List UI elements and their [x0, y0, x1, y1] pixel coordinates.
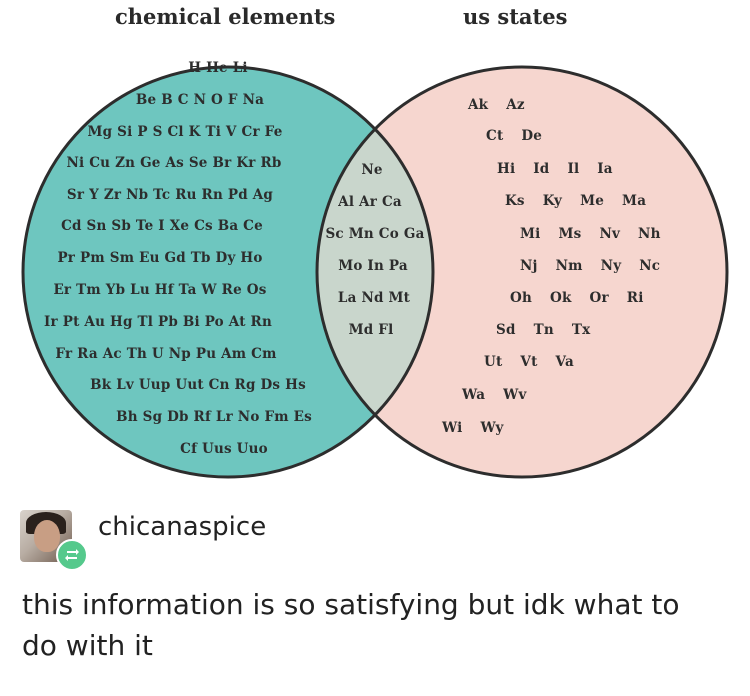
state-code: Ak: [468, 97, 489, 113]
overlap-row: Mo In Pa: [338, 258, 408, 274]
element-row: Fr Ra Ac Th U Np Pu Am Cm: [55, 346, 277, 362]
state-code: Wv: [503, 387, 527, 403]
state-row: Ut Vt Va: [484, 354, 592, 370]
state-code: Nm: [555, 258, 583, 274]
state-row: Mi Ms Nv Nh: [520, 226, 679, 242]
element-row: Sr Y Zr Nb Tc Ru Rn Pd Ag: [66, 187, 274, 203]
state-code: Wy: [480, 420, 504, 436]
avatar-face: [34, 520, 60, 552]
state-row: Hi Id Il Ia: [497, 161, 631, 177]
state-code: Az: [506, 97, 525, 113]
state-code: Ri: [626, 290, 644, 306]
element-row: Bh Sg Db Rf Lr No Fm Es: [116, 409, 312, 425]
right-set-title: us states: [463, 4, 568, 29]
element-row: Cd Sn Sb Te I Xe Cs Ba Ce: [61, 218, 263, 234]
state-code: Ct: [486, 128, 504, 144]
reblog-arrows-icon: [65, 549, 79, 561]
state-row: Ks Ky Me Ma: [505, 193, 664, 209]
state-row: Wi Wy: [442, 420, 522, 436]
state-row: Ak Az: [468, 97, 543, 113]
post-text: this information is so satisfying but id…: [22, 588, 680, 662]
reblog-icon: [56, 539, 88, 571]
state-code: Or: [589, 290, 609, 306]
state-code: Ok: [549, 290, 572, 306]
state-code: Il: [567, 161, 580, 177]
element-row: Mg Si P S Cl K Ti V Cr Fe: [87, 124, 283, 140]
state-code: Oh: [510, 290, 532, 306]
right-circle: [317, 67, 727, 477]
state-code: Wa: [462, 387, 486, 403]
element-row: Ir Pt Au Hg Tl Pb Bi Po At Rn: [43, 314, 273, 330]
right-circle-outline: [315, 65, 729, 479]
overlap-row: La Nd Mt: [337, 290, 411, 306]
state-row: Oh Ok Or Ri: [510, 290, 662, 306]
state-code: Ma: [622, 193, 647, 209]
state-row: Ct De: [486, 128, 560, 144]
state-code: Nv: [599, 226, 621, 242]
overlap-row: Al Ar Ca: [338, 194, 402, 210]
state-row: Sd Tn Tx: [496, 322, 608, 338]
state-code: Tn: [533, 322, 554, 338]
left-set-title: chemical elements: [115, 4, 336, 29]
element-row: Pr Pm Sm Eu Gd Tb Dy Ho: [57, 250, 263, 266]
post: chicanaspice this information is so sati…: [0, 490, 750, 696]
overlap-row: Sc Mn Co Ga: [325, 226, 425, 242]
state-code: Nc: [639, 258, 661, 274]
state-code: Ny: [600, 258, 622, 274]
post-username[interactable]: chicanaspice: [98, 512, 267, 542]
element-row: Er Tm Yb Lu Hf Ta W Re Os: [53, 282, 267, 298]
venn-diagram: chemical elements us states H He Li Be B…: [21, 4, 729, 479]
state-code: Vt: [520, 354, 538, 370]
state-code: Ky: [542, 193, 563, 209]
state-code: Hi: [497, 161, 516, 177]
state-row: Wa Wv: [462, 387, 545, 403]
left-circle-outline: [21, 65, 435, 479]
element-row: H He Li: [188, 60, 248, 76]
state-code: Id: [533, 161, 550, 177]
element-row: Cf Uus Uuo: [180, 441, 268, 457]
state-code: Me: [580, 193, 605, 209]
state-code: Ia: [597, 161, 613, 177]
state-code: Ms: [558, 226, 582, 242]
element-row: Ni Cu Zn Ge As Se Br Kr Rb: [66, 155, 282, 171]
venn-circles: [21, 65, 729, 479]
state-code: Sd: [496, 322, 516, 338]
state-code: Ks: [505, 193, 525, 209]
state-row: Nj Nm Ny Nc: [520, 258, 678, 274]
user-avatar[interactable]: [20, 510, 72, 562]
state-code: Nh: [638, 226, 661, 242]
state-code: Tx: [571, 322, 591, 338]
element-row: Bk Lv Uup Uut Cn Rg Ds Hs: [90, 377, 306, 393]
state-code: Wi: [442, 420, 463, 436]
state-code: Va: [555, 354, 574, 370]
state-code: De: [521, 128, 543, 144]
overlap-row: Ne: [361, 162, 383, 178]
state-code: Nj: [520, 258, 538, 274]
left-circle: [23, 67, 433, 477]
overlap-row: Md Fl: [348, 322, 394, 338]
state-code: Mi: [520, 226, 541, 242]
state-code: Ut: [484, 354, 503, 370]
element-row: Be B C N O F Na: [135, 92, 265, 108]
